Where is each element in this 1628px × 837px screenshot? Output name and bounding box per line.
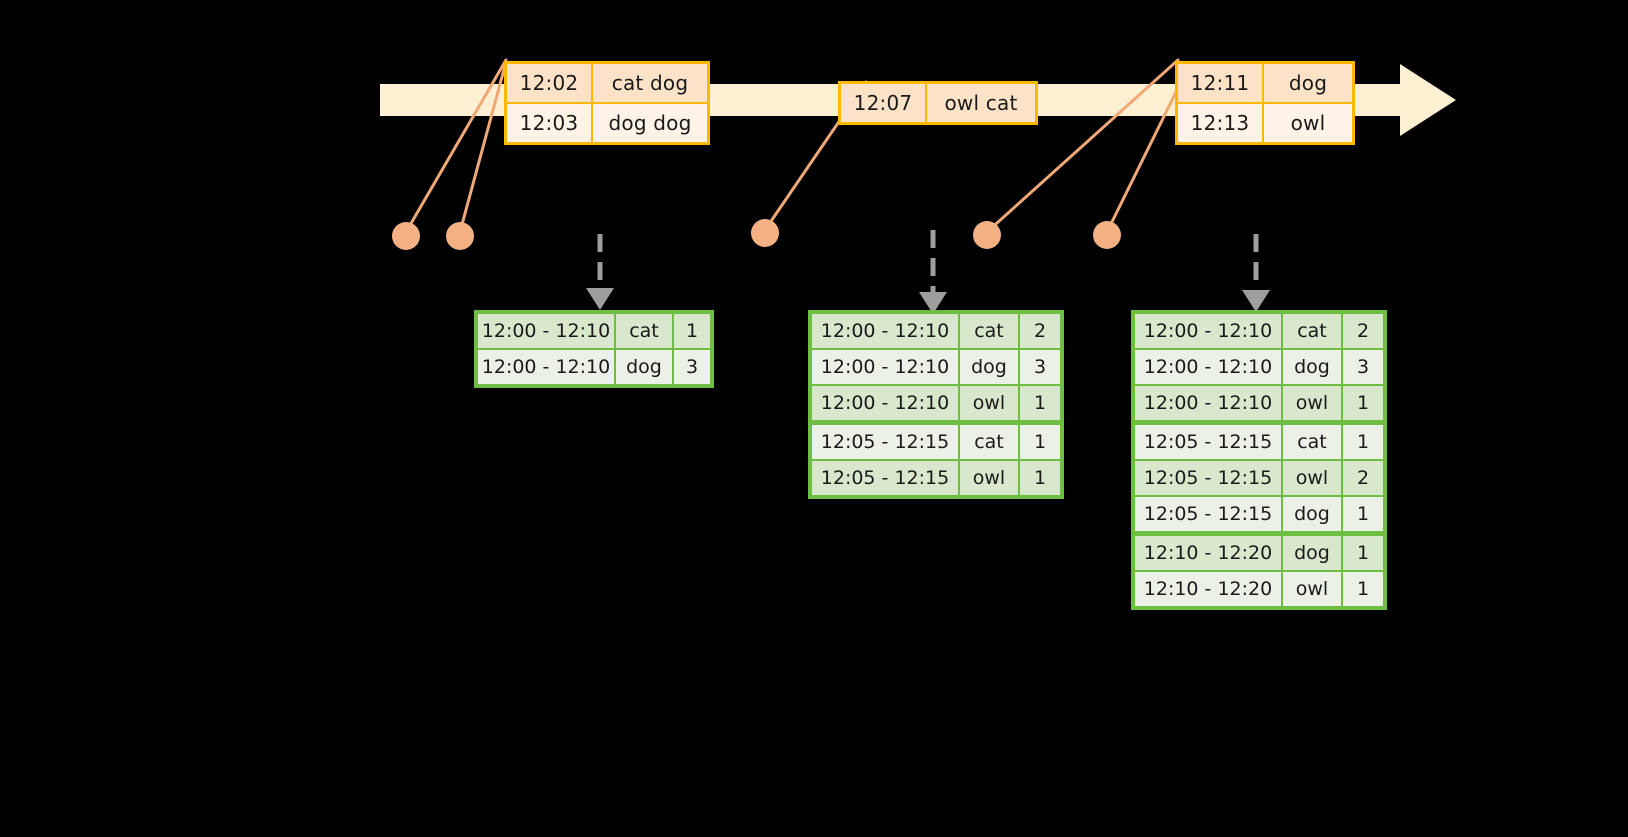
window-cell: 12:00 - 12:10	[478, 314, 614, 348]
key-cell: cat	[1283, 314, 1341, 348]
event-time: 12:02	[507, 64, 593, 102]
key-cell: owl	[1283, 461, 1341, 495]
window-cell: 12:05 - 12:15	[812, 425, 958, 459]
event-dot-4	[973, 221, 1001, 249]
event-value: dog dog	[593, 104, 707, 142]
table-row[interactable]: 12:00 - 12:10 owl 1	[1134, 385, 1384, 421]
key-cell: owl	[960, 461, 1018, 495]
table-row[interactable]: 12:05 - 12:15 cat 1	[811, 424, 1061, 460]
key-cell: owl	[960, 386, 1018, 420]
window-cell: 12:00 - 12:10	[478, 350, 614, 384]
event-time: 12:11	[1178, 64, 1264, 102]
table-row[interactable]: 12:05 - 12:15 dog 1	[1134, 496, 1384, 532]
event-box-3[interactable]: 12:11 dog 12:13 owl	[1175, 61, 1355, 145]
window-cell: 12:00 - 12:10	[1135, 386, 1281, 420]
event-dot-5	[1093, 221, 1121, 249]
count-cell: 1	[1343, 425, 1383, 459]
key-cell: dog	[1283, 350, 1341, 384]
table-row[interactable]: 12:00 - 12:10 cat 1	[477, 313, 711, 349]
event-value: owl cat	[927, 84, 1035, 122]
flow-arrow-3-head	[1242, 290, 1270, 312]
event-time: 12:07	[841, 84, 927, 122]
table-row[interactable]: 12:00 - 12:10 dog 3	[811, 349, 1061, 385]
key-cell: dog	[1283, 536, 1341, 570]
count-cell: 3	[1020, 350, 1060, 384]
window-cell: 12:00 - 12:10	[812, 350, 958, 384]
event-value: dog	[1264, 64, 1352, 102]
key-cell: owl	[1283, 572, 1341, 606]
key-cell: dog	[960, 350, 1018, 384]
event-row[interactable]: 12:02 cat dog	[507, 64, 707, 102]
flow-arrows	[597, 230, 1259, 296]
aggregate-table-1[interactable]: 12:00 - 12:10 cat 1 12:00 - 12:10 dog 3	[474, 310, 714, 388]
table-row[interactable]: 12:05 - 12:15 owl 2	[1134, 460, 1384, 496]
key-cell: cat	[960, 314, 1018, 348]
table-row[interactable]: 12:10 - 12:20 owl 1	[1134, 571, 1384, 607]
count-cell: 3	[674, 350, 710, 384]
event-time: 12:13	[1178, 104, 1264, 142]
event-row[interactable]: 12:03 dog dog	[507, 102, 707, 142]
connector-wire-2	[458, 60, 508, 234]
connector-wire-5	[1105, 86, 1180, 234]
event-dots	[392, 219, 1121, 250]
event-row[interactable]: 12:07 owl cat	[841, 84, 1035, 122]
timeline-arrowhead	[1380, 64, 1456, 136]
window-cell: 12:05 - 12:15	[1135, 425, 1281, 459]
table-row[interactable]: 12:05 - 12:15 owl 1	[811, 460, 1061, 496]
window-cell: 12:10 - 12:20	[1135, 572, 1281, 606]
key-cell: cat	[1283, 425, 1341, 459]
table-row[interactable]: 12:00 - 12:10 owl 1	[811, 385, 1061, 421]
count-cell: 2	[1020, 314, 1060, 348]
event-box-2[interactable]: 12:07 owl cat	[838, 81, 1038, 125]
table-row[interactable]: 12:05 - 12:15 cat 1	[1134, 424, 1384, 460]
count-cell: 2	[1343, 314, 1383, 348]
flow-arrow-1-head	[586, 288, 614, 310]
key-cell: dog	[616, 350, 672, 384]
count-cell: 1	[1343, 386, 1383, 420]
key-cell: cat	[960, 425, 1018, 459]
event-value: owl	[1264, 104, 1352, 142]
table-row[interactable]: 12:10 - 12:20 dog 1	[1134, 535, 1384, 571]
count-cell: 1	[1343, 572, 1383, 606]
count-cell: 1	[1020, 461, 1060, 495]
window-cell: 12:10 - 12:20	[1135, 536, 1281, 570]
event-dot-3	[751, 219, 779, 247]
window-cell: 12:00 - 12:10	[1135, 350, 1281, 384]
count-cell: 1	[1020, 386, 1060, 420]
key-cell: cat	[616, 314, 672, 348]
event-dot-1	[392, 222, 420, 250]
event-value: cat dog	[593, 64, 707, 102]
count-cell: 1	[1343, 497, 1383, 531]
count-cell: 1	[1343, 536, 1383, 570]
window-cell: 12:05 - 12:15	[1135, 461, 1281, 495]
window-cell: 12:00 - 12:10	[812, 314, 958, 348]
table-row[interactable]: 12:00 - 12:10 dog 3	[1134, 349, 1384, 385]
window-cell: 12:00 - 12:10	[1135, 314, 1281, 348]
event-dot-2	[446, 222, 474, 250]
count-cell: 3	[1343, 350, 1383, 384]
event-box-1[interactable]: 12:02 cat dog 12:03 dog dog	[504, 61, 710, 145]
key-cell: owl	[1283, 386, 1341, 420]
table-row[interactable]: 12:00 - 12:10 cat 2	[1134, 313, 1384, 349]
event-row[interactable]: 12:13 owl	[1178, 102, 1352, 142]
count-cell: 1	[674, 314, 710, 348]
count-cell: 2	[1343, 461, 1383, 495]
window-cell: 12:05 - 12:15	[812, 461, 958, 495]
key-cell: dog	[1283, 497, 1341, 531]
event-time: 12:03	[507, 104, 593, 142]
window-cell: 12:05 - 12:15	[1135, 497, 1281, 531]
window-cell: 12:00 - 12:10	[812, 386, 958, 420]
table-row[interactable]: 12:00 - 12:10 dog 3	[477, 349, 711, 385]
aggregate-table-3[interactable]: 12:00 - 12:10 cat 2 12:00 - 12:10 dog 3 …	[1131, 310, 1387, 610]
connector-wire-1	[404, 58, 508, 234]
aggregate-table-2[interactable]: 12:00 - 12:10 cat 2 12:00 - 12:10 dog 3 …	[808, 310, 1064, 499]
event-row[interactable]: 12:11 dog	[1178, 64, 1352, 102]
table-row[interactable]: 12:00 - 12:10 cat 2	[811, 313, 1061, 349]
count-cell: 1	[1020, 425, 1060, 459]
